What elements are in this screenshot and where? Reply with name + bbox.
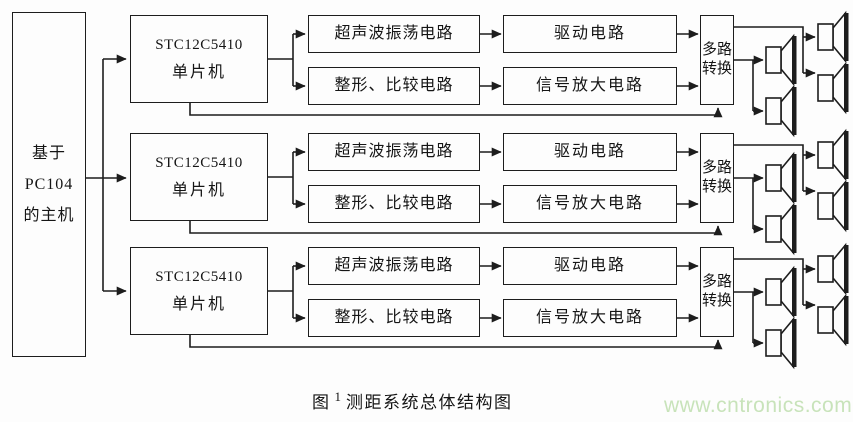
amplifier-box-row2: 信号放大电路 — [503, 185, 677, 223]
mcu-box-row1: STC12C5410 单片机 — [130, 15, 268, 103]
ultrasonic-transducer-icon — [817, 244, 850, 294]
ultrasonic-transducer-icon — [765, 153, 798, 203]
watermark-text: www.cntronics.com — [664, 394, 853, 417]
ultrasonic-transducer-icon — [817, 295, 850, 345]
shaper-label: 整形、比较电路 — [334, 77, 454, 95]
mcu-model-label: STC12C5410 — [155, 37, 243, 53]
oscillator-label: 超声波振荡电路 — [334, 143, 454, 161]
host-bus-wires — [86, 54, 127, 296]
mcu-type-label: 单片机 — [171, 182, 226, 199]
ultrasonic-transducer-icon — [765, 86, 798, 136]
mux-label: 多路转换 — [701, 160, 732, 195]
shaper-label: 整形、比较电路 — [334, 309, 454, 327]
ultrasonic-transducer-icon — [765, 318, 798, 368]
amplifier-label: 信号放大电路 — [535, 309, 644, 327]
driver-box-row3: 驱动电路 — [503, 247, 677, 285]
shaper-box-row1: 整形、比较电路 — [308, 67, 480, 105]
mux-label: 多路转换 — [701, 274, 732, 309]
figure-number: 1 — [334, 389, 342, 405]
mcu-model-label: STC12C5410 — [155, 269, 243, 285]
mcu-box-row3: STC12C5410 单片机 — [130, 247, 268, 335]
ultrasonic-transducer-icon — [765, 35, 798, 85]
shaper-box-row3: 整形、比较电路 — [308, 299, 480, 337]
driver-label: 驱动电路 — [553, 25, 626, 43]
ultrasonic-transducer-icon — [817, 63, 850, 113]
ultrasonic-transducer-icon — [817, 181, 850, 231]
host-pc104-box: 基于 PC104 的主机 — [12, 12, 86, 357]
figure-title: 测距系统总体结构图 — [346, 393, 513, 412]
mux-box-row2: 多路转换 — [700, 133, 734, 223]
mux-box-row1: 多路转换 — [700, 15, 734, 105]
driver-box-row1: 驱动电路 — [503, 15, 677, 53]
oscillator-box-row1: 超声波振荡电路 — [308, 15, 480, 53]
shaper-label: 整形、比较电路 — [334, 195, 454, 213]
driver-box-row2: 驱动电路 — [503, 133, 677, 171]
mux-label: 多路转换 — [701, 42, 732, 77]
oscillator-label: 超声波振荡电路 — [334, 257, 454, 275]
oscillator-box-row2: 超声波振荡电路 — [308, 133, 480, 171]
mcu-model-label: STC12C5410 — [155, 155, 243, 171]
ultrasonic-transducer-icon — [765, 204, 798, 254]
amplifier-box-row1: 信号放大电路 — [503, 67, 677, 105]
mux-box-row3: 多路转换 — [700, 247, 734, 337]
host-label-line3: 的主机 — [23, 207, 75, 224]
oscillator-box-row3: 超声波振荡电路 — [308, 247, 480, 285]
driver-label: 驱动电路 — [553, 257, 626, 275]
mcu-type-label: 单片机 — [171, 64, 226, 81]
driver-label: 驱动电路 — [553, 143, 626, 161]
mcu-type-label: 单片机 — [171, 296, 226, 313]
amplifier-label: 信号放大电路 — [535, 77, 644, 95]
figure-label: 图 — [312, 393, 331, 412]
ultrasonic-transducer-icon — [817, 130, 850, 180]
amplifier-label: 信号放大电路 — [535, 195, 644, 213]
host-label-line2: PC104 — [24, 176, 74, 193]
ultrasonic-transducer-icon — [765, 267, 798, 317]
amplifier-box-row3: 信号放大电路 — [503, 299, 677, 337]
host-label-line1: 基于 — [31, 145, 66, 162]
ultrasonic-transducer-icon — [817, 12, 850, 62]
shaper-box-row2: 整形、比较电路 — [308, 185, 480, 223]
oscillator-label: 超声波振荡电路 — [334, 25, 454, 43]
mcu-box-row2: STC12C5410 单片机 — [130, 133, 268, 221]
